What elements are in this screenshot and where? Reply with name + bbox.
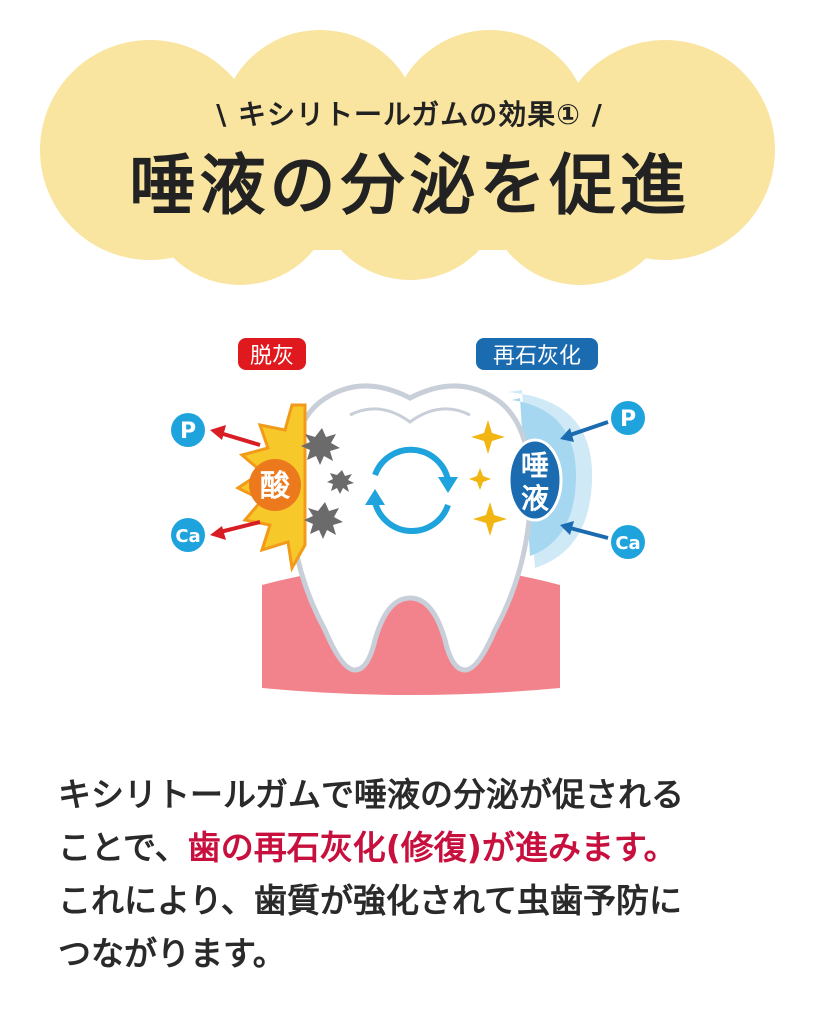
- arrow-icon: [560, 420, 609, 540]
- header-subtitle: \ キシリトールガムの効果① /: [216, 98, 603, 131]
- description-line-1: キシリトールガムで唾液の分泌が促される: [58, 775, 685, 814]
- mineral-p-right: [611, 401, 645, 435]
- description-line-4: つながります。: [58, 934, 286, 973]
- sparkle-icon: [469, 420, 507, 536]
- mineral-ca-right: [611, 525, 645, 559]
- header-cloud-background: [40, 30, 775, 285]
- svg-text:P: P: [180, 419, 196, 444]
- tooth: [286, 383, 534, 673]
- acid-label: 酸: [260, 469, 291, 504]
- demineralization-label: 脱灰: [250, 344, 294, 369]
- description-text: キシリトールガムで唾液の分泌が促される ことで、歯の再石灰化(修復)が進みます。…: [58, 768, 778, 980]
- tooth-diagram: 酸 唾 液 脱灰 再石灰化 P Ca P Ca: [171, 338, 645, 695]
- saliva-label-bottom: 液: [521, 482, 549, 515]
- description-highlight: 歯の再石灰化(修復)が進みます。: [187, 828, 677, 867]
- arrow-icon: [210, 425, 261, 540]
- mineral-p-left: [171, 413, 205, 447]
- remineralization-badge: [476, 338, 598, 370]
- svg-text:P: P: [620, 407, 636, 432]
- saliva-label-top: 唾: [521, 449, 549, 482]
- svg-text:Ca: Ca: [615, 533, 640, 554]
- remineralization-label: 再石灰化: [493, 344, 581, 369]
- saliva-oval: [507, 438, 563, 522]
- decay-icon: [301, 428, 354, 539]
- demineralization-badge: [238, 338, 306, 370]
- cycle-arrows-icon: [372, 446, 451, 535]
- description-line-2-prefix: ことで、: [58, 828, 188, 867]
- page-title: 唾液の分泌を促進: [129, 147, 690, 224]
- description-line-3: これにより、歯質が強化されて虫歯予防に: [58, 881, 683, 920]
- mineral-ca-left: [171, 518, 205, 552]
- description-line-2: ことで、歯の再石灰化(修復)が進みます。: [58, 821, 778, 874]
- svg-text:Ca: Ca: [175, 526, 200, 547]
